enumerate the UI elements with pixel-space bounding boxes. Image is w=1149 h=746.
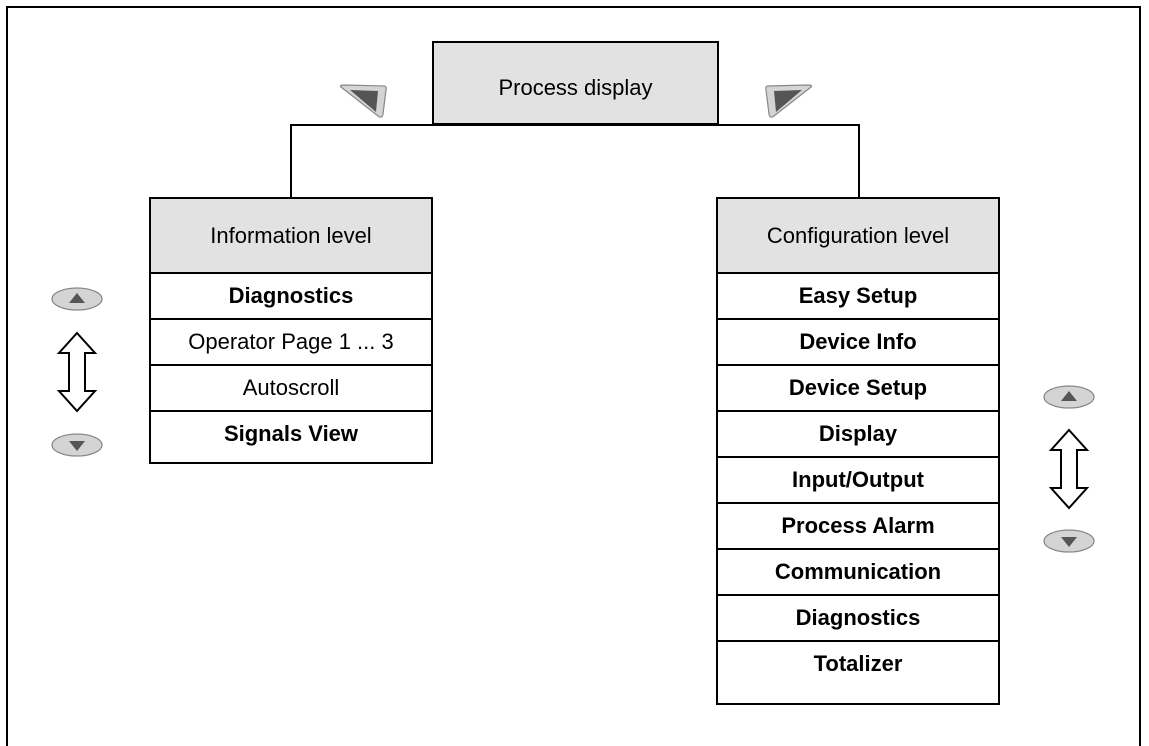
menu-item: Diagnostics — [151, 272, 431, 318]
up-arrow-key-icon — [50, 286, 104, 312]
diagram-frame — [6, 6, 1141, 746]
left-softkey-icon — [338, 84, 388, 120]
menu-item: Signals View — [151, 410, 431, 456]
connector-left-vertical — [290, 124, 292, 198]
process-display-box: Process display — [432, 41, 719, 125]
menu-item: Totalizer — [718, 640, 998, 686]
connector-horizontal — [290, 124, 860, 126]
information-level-title-text: Information level — [210, 222, 372, 248]
menu-item: Display — [718, 410, 998, 456]
configuration-level-title-text: Configuration level — [766, 222, 950, 248]
menu-item: Process Alarm — [718, 502, 998, 548]
menu-item: Input/Output — [718, 456, 998, 502]
configuration-level-title: Configuration level — [718, 199, 998, 272]
menu-item: Operator Page 1 ... 3 — [151, 318, 431, 364]
menu-item: Diagnostics — [718, 594, 998, 640]
down-arrow-key-icon — [1042, 528, 1096, 554]
down-arrow-key-icon — [50, 432, 104, 458]
process-display-label: Process display — [498, 75, 653, 100]
double-arrow-icon — [1047, 428, 1091, 510]
right-softkey-icon — [764, 84, 814, 120]
menu-item: Easy Setup — [718, 272, 998, 318]
menu-item: Device Setup — [718, 364, 998, 410]
up-arrow-key-icon — [1042, 384, 1096, 410]
menu-item: Device Info — [718, 318, 998, 364]
double-arrow-icon — [55, 331, 99, 413]
menu-item: Autoscroll — [151, 364, 431, 410]
menu-item: Communication — [718, 548, 998, 594]
connector-right-vertical — [858, 124, 860, 198]
information-level-title: Information level — [151, 199, 431, 272]
